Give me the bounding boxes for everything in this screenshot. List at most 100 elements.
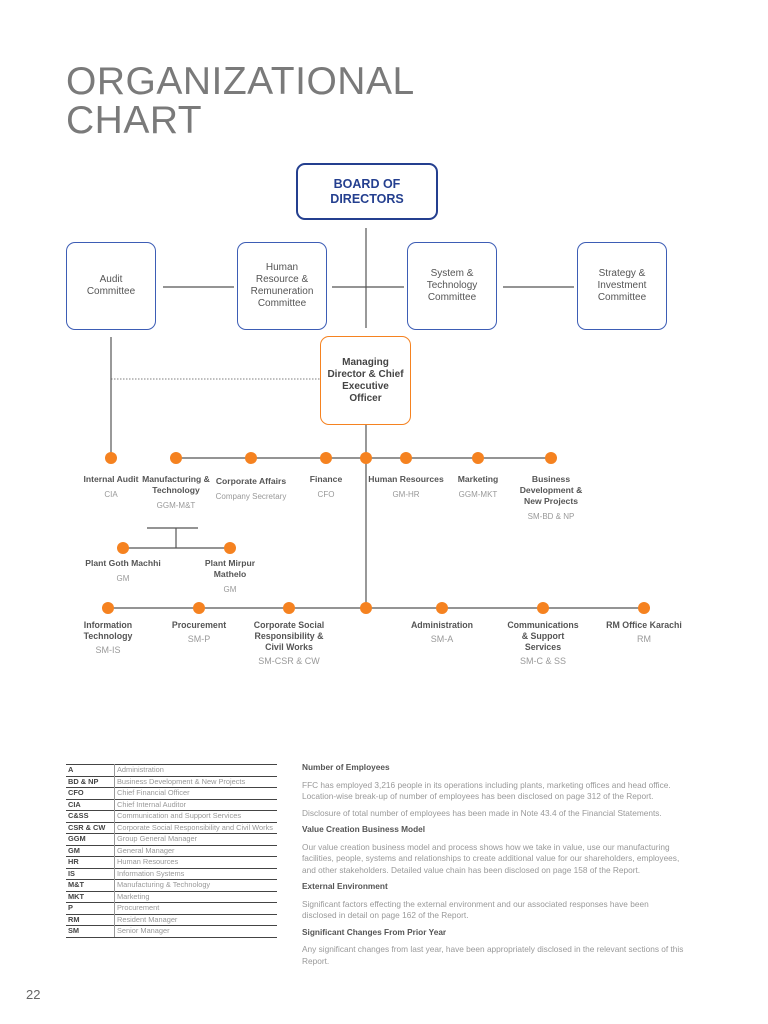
- org-node: Corporate Social Responsibility & Civil …: [250, 620, 328, 666]
- definition: Business Development & New Projects: [114, 775, 277, 788]
- definition: Administration: [114, 764, 277, 776]
- abbreviation: CFO: [66, 787, 115, 799]
- node-role: GM: [116, 574, 130, 583]
- node-role: GM-HR: [392, 490, 420, 499]
- node-name: Plant Goth Machhi: [85, 558, 161, 568]
- abbreviation: CSR & CW: [66, 821, 115, 834]
- definition: Group General Manager: [114, 833, 277, 845]
- node-name: Marketing: [457, 474, 499, 484]
- definition: Senior Manager: [114, 925, 277, 938]
- node-dot: [283, 602, 295, 614]
- definition: Marketing: [114, 890, 277, 903]
- section-paragraph: Our value creation business model and pr…: [302, 841, 680, 875]
- node-role: SM-C & SS: [519, 656, 566, 666]
- definition: Information Systems: [114, 867, 277, 880]
- section-heading: External Environment: [302, 881, 388, 891]
- abbreviation: SM: [66, 925, 115, 938]
- org-chart-connectors: [102, 228, 650, 614]
- node-role: SM-BD & NP: [527, 512, 575, 521]
- audit-committee-box: Audit Committee: [66, 242, 156, 330]
- abbreviation: MKT: [66, 890, 115, 903]
- section-heading: Value Creation Business Model: [302, 824, 426, 834]
- node-dot: [472, 452, 484, 464]
- node-name: Procurement: [171, 620, 227, 630]
- node-dot: [117, 542, 129, 554]
- node-role: SM-A: [430, 634, 454, 644]
- node-dot: [193, 602, 205, 614]
- node-name: RM Office Karachi: [606, 620, 682, 630]
- node-name: Business Development & New Projects: [519, 474, 583, 506]
- section-paragraph: Significant factors effecting the extern…: [302, 898, 649, 921]
- node-dot: [320, 452, 332, 464]
- node-role: SM-IS: [95, 645, 121, 655]
- node-role: GGM-MKT: [458, 490, 498, 499]
- node-dot: [400, 452, 412, 464]
- node-dot: [545, 452, 557, 464]
- node-role: SM-P: [187, 634, 211, 644]
- definition: Corporate Social Responsibility and Civi…: [114, 821, 277, 834]
- node-name: Corporate Affairs: [215, 476, 287, 486]
- node-role: Company Secretary: [215, 492, 287, 501]
- system-technology-committee-box: System & Technology Committee: [407, 242, 497, 330]
- node-role: RM: [637, 634, 651, 644]
- abbreviation: RM: [66, 913, 115, 926]
- definition: Human Resources: [114, 856, 277, 868]
- definition: Chief Financial Officer: [114, 787, 277, 799]
- node-name: Manufacturing & Technology: [142, 474, 210, 495]
- node-dot: [245, 452, 257, 464]
- node-dot: [360, 602, 372, 614]
- abbreviation: IS: [66, 867, 115, 880]
- definition: Resident Manager: [114, 913, 277, 926]
- node-dot: [224, 542, 236, 554]
- node-name: Plant Mirpur Mathelo: [204, 558, 256, 579]
- ceo-box: Managing Director & Chief Executive Offi…: [320, 336, 411, 425]
- abbreviation: GGM: [66, 833, 115, 845]
- node-role: CFO: [317, 490, 335, 499]
- node-name: Human Resources: [368, 474, 444, 484]
- definition: Manufacturing & Technology: [114, 879, 277, 891]
- section-paragraph: Any significant changes from last year, …: [302, 944, 684, 966]
- section-heading: Significant Changes From Prior Year: [302, 926, 447, 937]
- section-heading: Number of Employees: [302, 762, 390, 772]
- strategy-investment-committee-box: Strategy & Investment Committee: [577, 242, 667, 330]
- board-of-directors-box: BOARD OF DIRECTORS: [296, 163, 438, 220]
- node-role: GGM-M&T: [156, 501, 196, 510]
- abbreviation: BD & NP: [66, 775, 115, 788]
- definition: Chief Internal Auditor: [114, 798, 277, 811]
- node-dot: [638, 602, 650, 614]
- node-role: CIA: [104, 490, 118, 499]
- node-name: Internal Audit: [83, 474, 139, 484]
- hr-committee-box: Human Resource & Remuneration Committee: [237, 242, 327, 330]
- section-paragraph: Disclosure of total number of employees …: [302, 807, 662, 818]
- node-name: Communications & Support Services: [507, 620, 579, 652]
- abbreviation: CIA: [66, 798, 115, 811]
- abbreviation: GM: [66, 844, 115, 857]
- abbreviation: P: [66, 902, 115, 914]
- abbreviation: HR: [66, 856, 115, 868]
- node-dot: [436, 602, 448, 614]
- abbreviation: C&SS: [66, 810, 115, 822]
